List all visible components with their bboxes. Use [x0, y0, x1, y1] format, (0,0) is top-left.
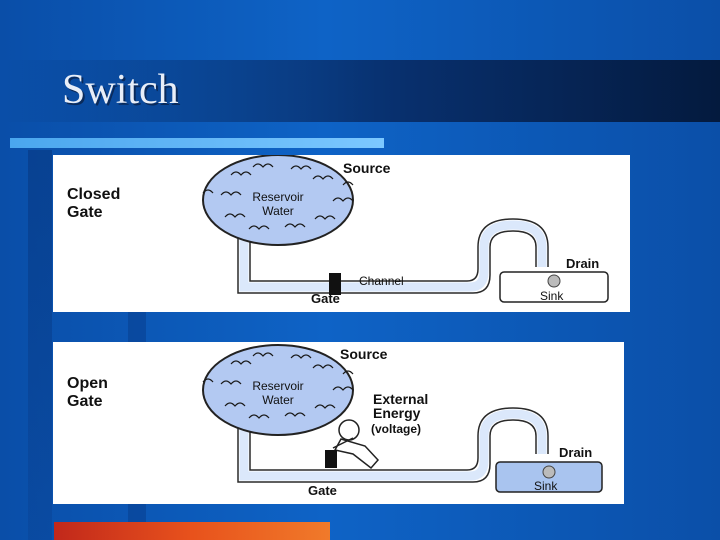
channel-pipe — [237, 230, 537, 294]
sink-drain-icon — [542, 465, 556, 479]
gate-label: Gate — [311, 291, 340, 306]
slide-title: Switch — [62, 67, 179, 113]
reservoir-label-line1: Reservoir — [252, 190, 303, 204]
gate-label: Gate — [308, 483, 337, 498]
footer-accent-bar — [54, 522, 330, 540]
channel-water — [239, 220, 547, 292]
sink-drain-icon — [547, 274, 561, 288]
state-label-line1: Open — [67, 375, 108, 392]
channel-water — [239, 409, 547, 481]
sink-label: Sink — [540, 289, 564, 303]
decorative-vertical-band — [28, 150, 52, 540]
open-gate-diagram: Open Gate Source Reservoir Water Externa… — [53, 342, 624, 504]
reservoir-label-line2: Water — [262, 393, 294, 407]
reservoir-label-line1: Reservoir — [252, 379, 303, 393]
drain-label: Drain — [559, 445, 592, 460]
water-waves — [202, 352, 354, 419]
energy-label-line2: Energy — [373, 405, 421, 421]
person-lifting-gate-icon — [332, 419, 380, 470]
state-label-line1: Closed — [67, 186, 120, 203]
channel-label: Channel — [359, 274, 404, 288]
energy-label-line3: (voltage) — [371, 422, 421, 436]
title-underline — [10, 138, 384, 148]
closed-gate-diagram: Closed Gate Source Reservoir Water Chann… — [53, 155, 630, 312]
source-label: Source — [343, 160, 391, 176]
water-waves — [202, 163, 354, 230]
source-label: Source — [340, 346, 388, 362]
closed-gate-svg: Closed Gate Source Reservoir Water Chann… — [67, 155, 609, 306]
energy-label-line1: External — [373, 391, 428, 407]
title-band — [0, 60, 720, 122]
reservoir-label-line2: Water — [262, 204, 294, 218]
gate-block — [325, 450, 337, 468]
reservoir — [202, 155, 354, 246]
sink-label: Sink — [534, 479, 558, 493]
state-label-line2: Gate — [67, 393, 103, 410]
state-label-line2: Gate — [67, 204, 103, 221]
open-gate-svg: Open Gate Source Reservoir Water Externa… — [67, 344, 603, 498]
gate-block — [329, 273, 341, 295]
drain-label: Drain — [566, 256, 599, 271]
